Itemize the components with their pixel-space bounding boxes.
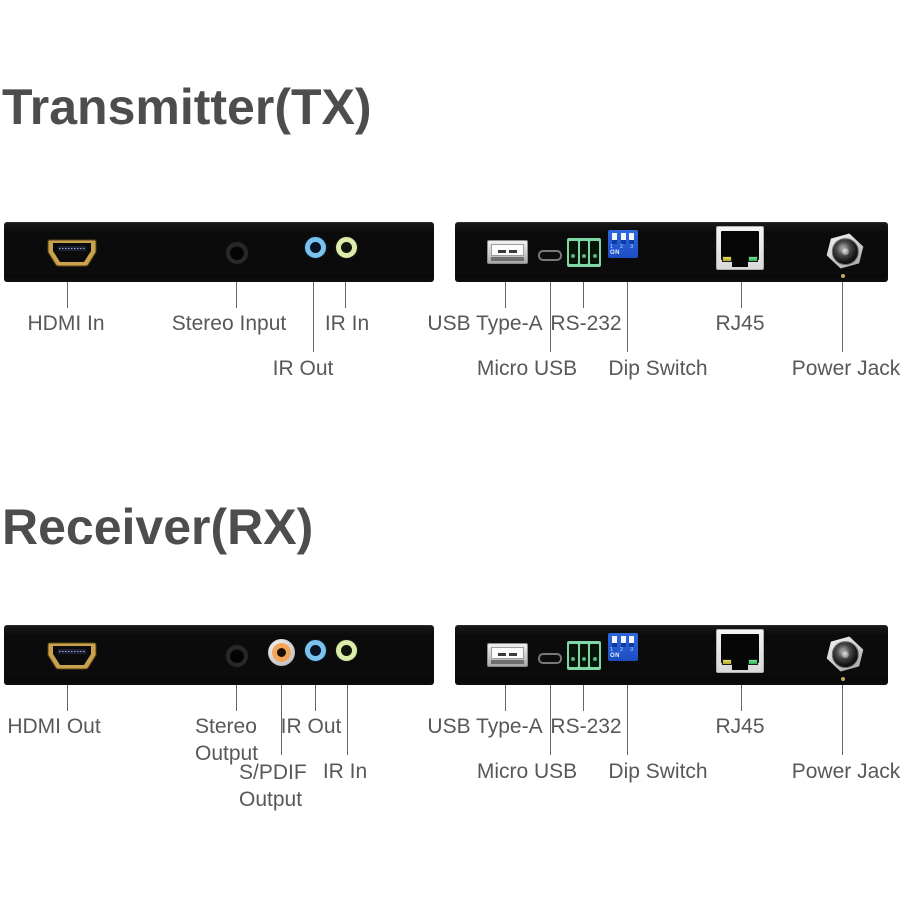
label-power-jack: Power Jack — [791, 357, 900, 380]
rs232-terminal-icon — [567, 641, 601, 670]
ir-in-jack-icon — [336, 640, 357, 661]
label-spdif-output: S/PDIF Output — [239, 761, 307, 811]
leader-line — [550, 282, 551, 352]
stereo-output-jack-icon — [226, 645, 248, 667]
label-dip-switch: Dip Switch — [608, 760, 708, 783]
rj45-port-icon — [716, 226, 764, 270]
leader-line — [281, 685, 282, 755]
rx-front-panel — [4, 625, 434, 685]
rj45-port-icon — [716, 629, 764, 673]
micro-usb-port-icon — [538, 653, 562, 664]
label-ir-in: IR In — [324, 312, 370, 335]
rj45-led-yellow-icon — [722, 659, 732, 665]
label-hdmi-out: HDMI Out — [7, 715, 101, 738]
usb-a-port-icon — [487, 643, 528, 667]
label-micro-usb: Micro USB — [476, 760, 578, 783]
label-usb-type-a: USB Type-A — [427, 715, 543, 738]
leader-line — [236, 282, 237, 308]
leader-line — [347, 685, 348, 755]
ir-out-jack-icon — [305, 237, 326, 258]
label-ir-out: IR Out — [272, 357, 334, 380]
leader-line — [842, 685, 843, 755]
transmitter-section: Transmitter(TX) 1 2 3 ON — [0, 0, 900, 440]
usb-a-port-icon — [487, 240, 528, 264]
leader-line — [315, 685, 316, 711]
leader-line — [505, 282, 506, 308]
label-hdmi-in: HDMI In — [27, 312, 105, 335]
spdif-rca-port-icon — [268, 639, 295, 666]
leader-line — [583, 685, 584, 711]
label-power-jack: Power Jack — [791, 760, 900, 783]
rj45-led-green-icon — [748, 256, 758, 262]
label-rs232: RS-232 — [550, 312, 622, 335]
leader-line — [505, 685, 506, 711]
leader-line — [550, 685, 551, 755]
label-stereo-input: Stereo Input — [171, 312, 287, 335]
power-led-icon — [841, 274, 845, 278]
leader-line — [67, 282, 68, 308]
transmitter-title: Transmitter(TX) — [2, 79, 372, 135]
hdmi-port-icon — [47, 642, 97, 670]
dip-switch-icon: 1 2 3 ON — [608, 633, 638, 661]
power-jack-icon — [826, 233, 864, 269]
receiver-title: Receiver(RX) — [2, 499, 314, 555]
power-jack-icon — [826, 636, 864, 672]
stereo-input-jack-icon — [226, 242, 248, 264]
leader-line — [67, 685, 68, 711]
label-ir-in: IR In — [322, 760, 368, 783]
label-rj45: RJ45 — [715, 312, 765, 335]
leader-line — [842, 282, 843, 352]
ir-in-jack-icon — [336, 237, 357, 258]
label-dip-switch: Dip Switch — [608, 357, 708, 380]
tx-rear-panel: 1 2 3 ON — [455, 222, 888, 282]
ir-out-jack-icon — [305, 640, 326, 661]
rj45-led-yellow-icon — [722, 256, 732, 262]
rs232-terminal-icon — [567, 238, 601, 267]
micro-usb-port-icon — [538, 250, 562, 261]
leader-line — [741, 685, 742, 711]
label-usb-type-a: USB Type-A — [427, 312, 543, 335]
rx-rear-panel: 1 2 3 ON — [455, 625, 888, 685]
leader-line — [345, 282, 346, 308]
leader-line — [313, 282, 314, 352]
power-led-icon — [841, 677, 845, 681]
dip-switch-icon: 1 2 3 ON — [608, 230, 638, 258]
rj45-led-green-icon — [748, 659, 758, 665]
leader-line — [627, 282, 628, 352]
label-rj45: RJ45 — [715, 715, 765, 738]
leader-line — [627, 685, 628, 755]
label-ir-out: IR Out — [280, 715, 342, 738]
label-micro-usb: Micro USB — [476, 357, 578, 380]
tx-front-panel — [4, 222, 434, 282]
label-rs232: RS-232 — [550, 715, 622, 738]
leader-line — [741, 282, 742, 308]
receiver-section: Receiver(RX) 1 2 3 ON — [0, 403, 900, 900]
leader-line — [236, 685, 237, 711]
hdmi-port-icon — [47, 239, 97, 267]
leader-line — [583, 282, 584, 308]
label-stereo-output: Stereo Output — [195, 715, 259, 765]
